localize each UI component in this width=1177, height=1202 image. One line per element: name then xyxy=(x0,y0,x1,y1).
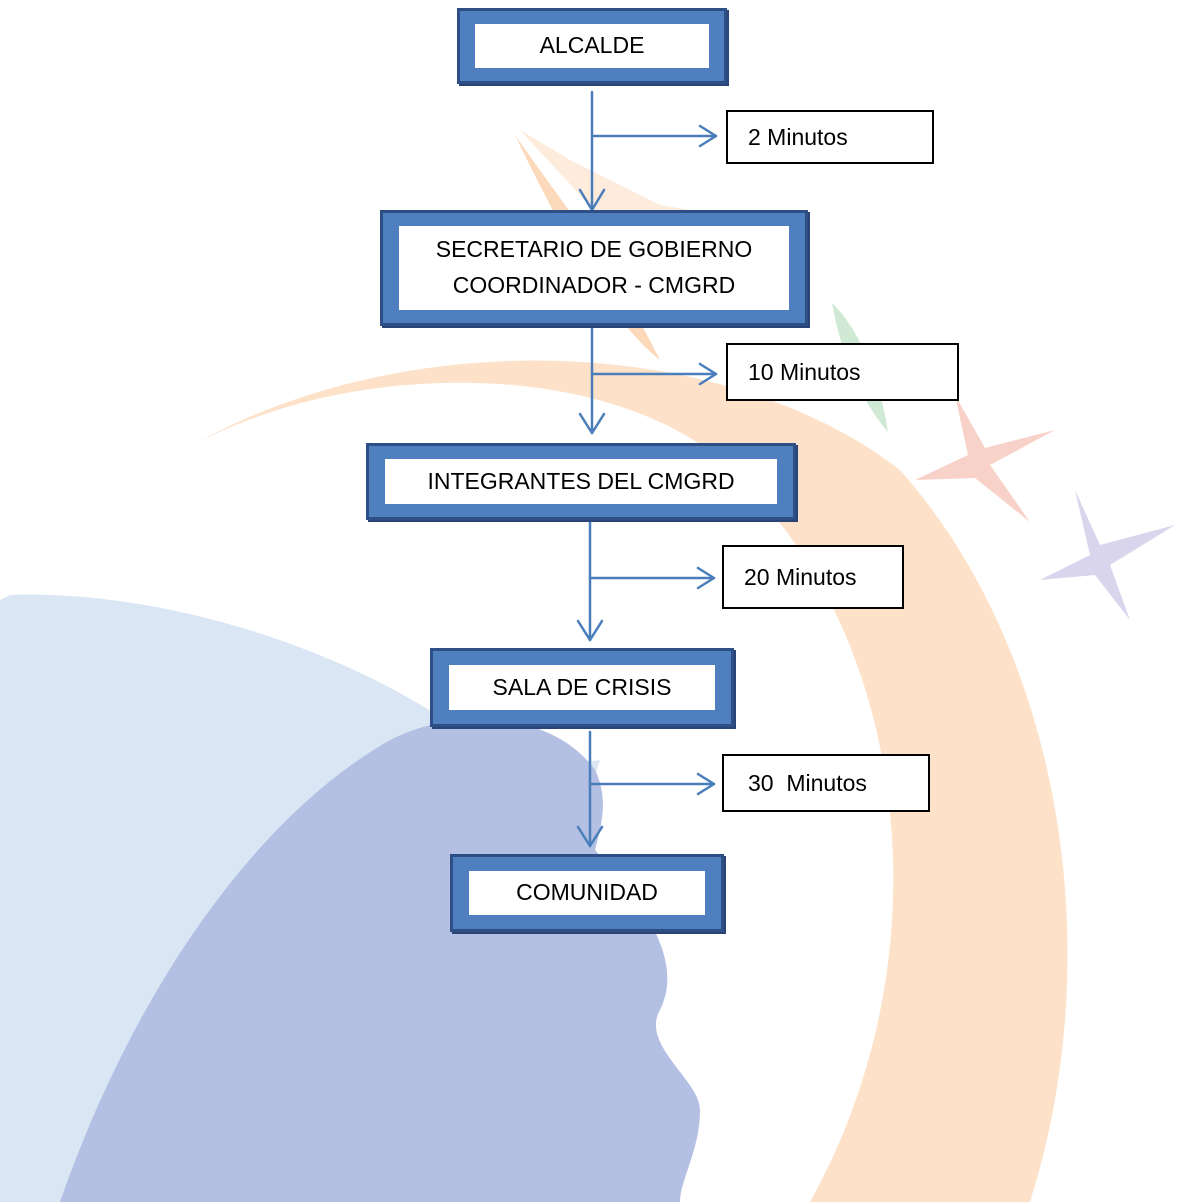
arrowhead-right-4 xyxy=(696,772,716,796)
arrowhead-right-1 xyxy=(698,124,718,148)
node-alcalde-label: ALCALDE xyxy=(539,32,645,59)
time-box-1: 2 Minutos xyxy=(726,110,934,164)
blue-silhouette-shape xyxy=(60,718,700,1202)
node-sala-label: SALA DE CRISIS xyxy=(492,673,672,700)
node-secretario: SECRETARIO DE GOBIERNO COORDINADOR - CMG… xyxy=(380,210,808,326)
node-integrantes-label: INTEGRANTES DEL CMGRD xyxy=(427,467,735,494)
node-comunidad: COMUNIDAD xyxy=(450,854,724,932)
red-star-shape xyxy=(915,395,1055,522)
node-alcalde: ALCALDE xyxy=(457,8,727,84)
arrowhead-right-2 xyxy=(698,362,718,386)
node-secretario-line2: COORDINADOR - CMGRD xyxy=(452,272,736,298)
arrowhead-down-3 xyxy=(576,619,604,642)
time-label-1: 2 Minutos xyxy=(748,123,848,150)
arrowhead-down-2 xyxy=(578,412,606,435)
node-secretario-line1: SECRETARIO DE GOBIERNO xyxy=(435,236,753,263)
arrowhead-right-3 xyxy=(696,566,716,590)
time-box-4: 30 Minutos xyxy=(722,754,930,812)
time-label-3: 20 Minutos xyxy=(744,563,857,590)
node-comunidad-label: COMUNIDAD xyxy=(516,879,658,906)
node-sala-de-crisis: SALA DE CRISIS xyxy=(430,648,734,727)
time-box-2: 10 Minutos xyxy=(726,343,959,401)
node-integrantes: INTEGRANTES DEL CMGRD xyxy=(366,443,796,520)
arrowhead-down-4 xyxy=(576,825,604,848)
time-label-4: 30 Minutos xyxy=(748,769,867,796)
time-label-2: 10 Minutos xyxy=(748,358,861,385)
time-box-3: 20 Minutos xyxy=(722,545,904,609)
purple-star-shape xyxy=(1040,490,1175,620)
